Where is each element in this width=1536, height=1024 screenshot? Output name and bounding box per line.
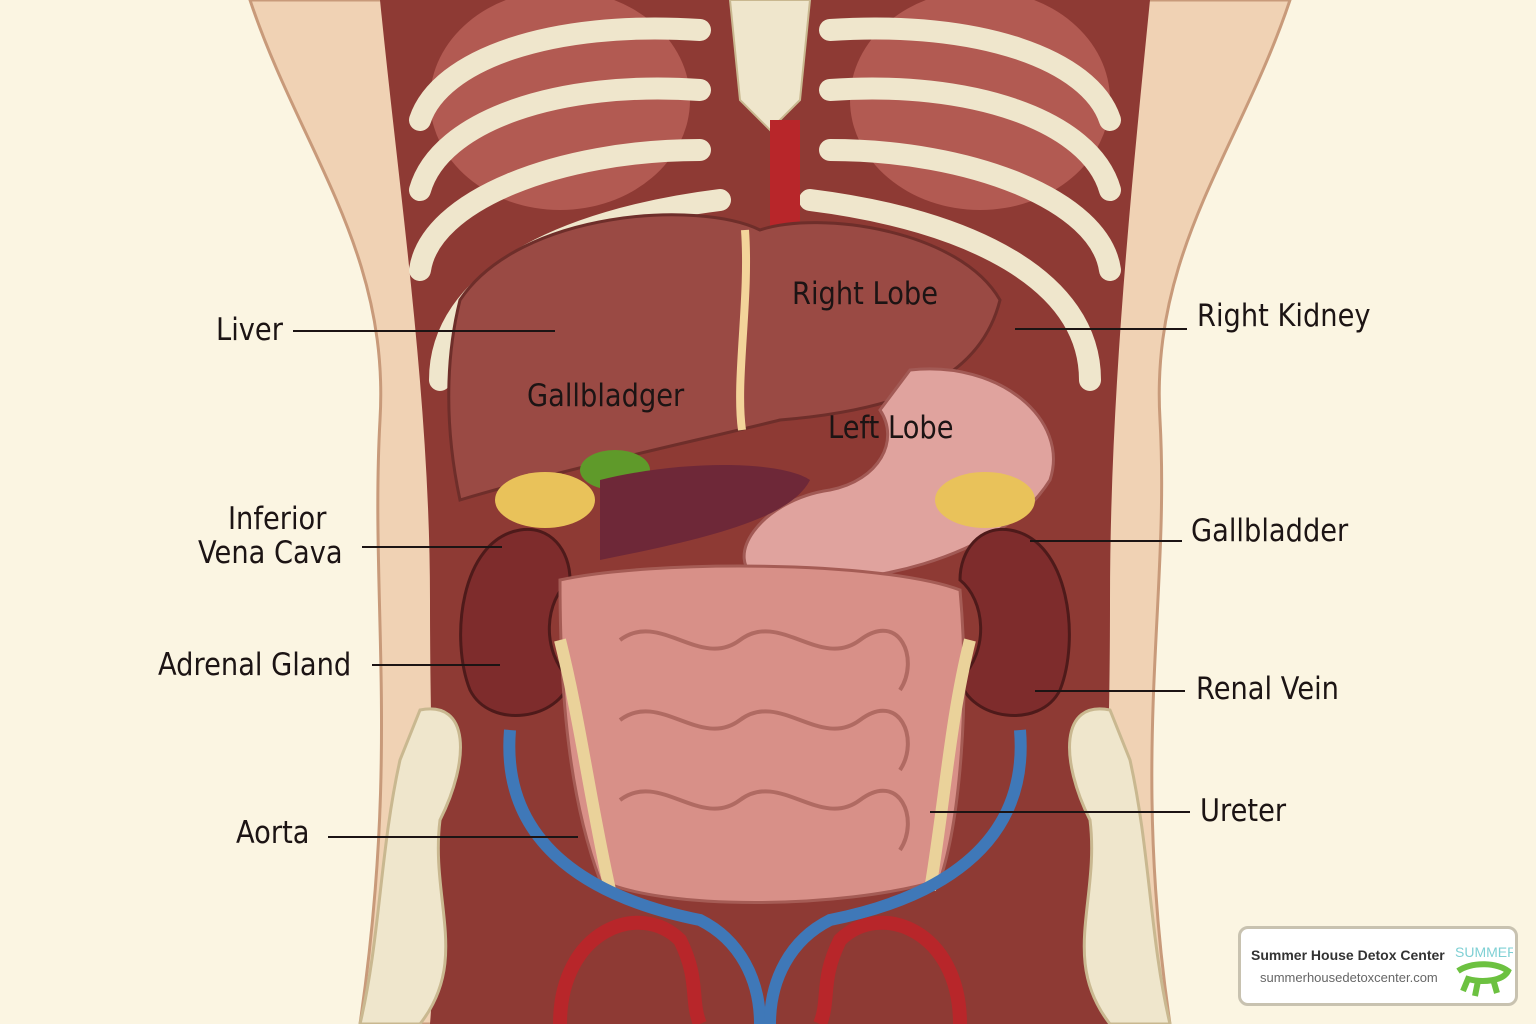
leader-aorta <box>328 836 578 838</box>
leader-adrenal-gland <box>372 664 500 666</box>
label-right-lobe: Right Lobe <box>792 276 939 312</box>
label-gallbladger: Gallbladger <box>527 378 685 414</box>
leader-right-kidney <box>1015 328 1187 330</box>
kidney-right <box>958 527 1071 717</box>
adrenal-left <box>495 472 595 528</box>
label-ivc-line2: Vena Cava <box>198 535 343 571</box>
leader-gallbladder <box>1030 540 1182 542</box>
ureter-right <box>924 638 976 891</box>
leader-ureter <box>930 811 1190 813</box>
ribs <box>409 17 1121 391</box>
leader-liver <box>293 330 555 332</box>
label-ureter: Ureter <box>1200 793 1287 829</box>
sternum <box>728 0 812 132</box>
badge-url: summerhousedetoxcenter.com <box>1260 970 1438 985</box>
pelvis-right <box>1068 707 1172 1024</box>
intestine-loops <box>618 628 910 852</box>
badge-name: Summer House Detox Center <box>1251 947 1445 963</box>
intestines <box>558 564 966 904</box>
adrenal-right <box>935 472 1035 528</box>
label-adrenal-gland: Adrenal Gland <box>158 647 352 683</box>
falciform-ligament <box>736 229 751 431</box>
label-gallbladder: Gallbladder <box>1191 513 1349 549</box>
iliac-vein-right <box>764 729 1027 1024</box>
watermark-badge: Summer House Detox Center summerhousedet… <box>1238 926 1518 1006</box>
pancreas-spleen <box>600 465 810 560</box>
ureter-left <box>554 638 616 892</box>
leader-renal-vein <box>1035 690 1185 692</box>
iliac-vein-left <box>503 729 766 1024</box>
label-renal-vein: Renal Vein <box>1196 671 1339 707</box>
svg-text:SUMMER: SUMMER <box>1455 944 1513 960</box>
label-aorta: Aorta <box>236 815 310 851</box>
kidney-left <box>459 527 572 717</box>
label-ivc-line1: Inferior <box>228 501 327 537</box>
iliac-artery <box>553 915 967 1024</box>
leader-ivc <box>362 546 502 548</box>
label-liver: Liver <box>216 312 283 348</box>
summer-house-logo-icon: SUMMER <box>1455 944 1513 997</box>
label-left-lobe: Left Lobe <box>828 410 954 446</box>
pelvis-left <box>358 707 462 1024</box>
label-right-kidney: Right Kidney <box>1197 298 1371 334</box>
